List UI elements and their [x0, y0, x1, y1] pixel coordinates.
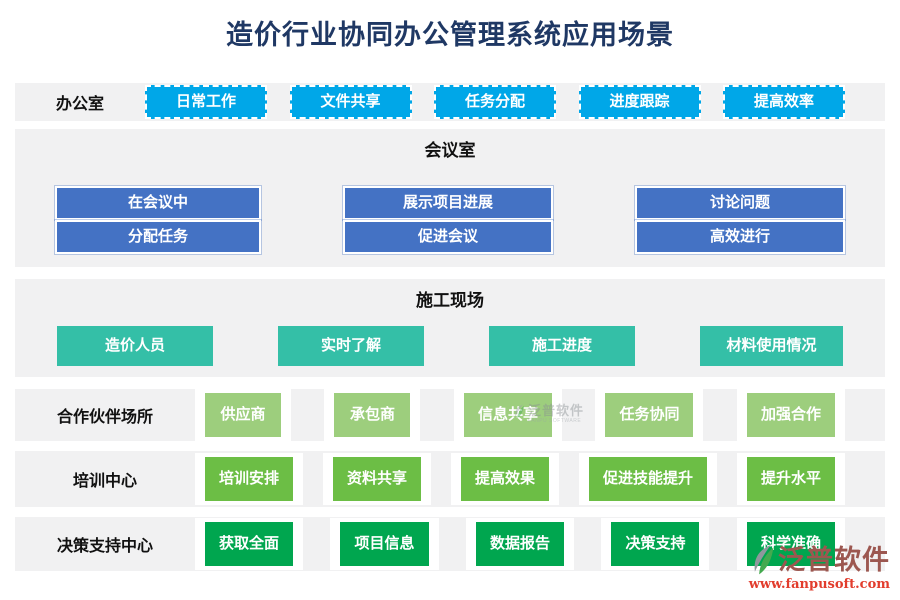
meeting-button-in-meeting[interactable]: 在会议中 — [55, 186, 261, 220]
decision-button-scientific-accuracy[interactable]: 科学准确 — [736, 518, 845, 570]
meeting-room-header: 会议室 — [424, 141, 476, 160]
site-button-construction-progress[interactable]: 施工进度 — [489, 326, 635, 366]
construction-site-buttons: 造价人员 实时了解 施工进度 材料使用情况 — [15, 312, 885, 366]
training-button-raise-level[interactable]: 提升水平 — [736, 453, 845, 505]
training-button-schedule[interactable]: 培训安排 — [195, 453, 304, 505]
site-button-realtime-info[interactable]: 实时了解 — [278, 326, 424, 366]
site-button-material-usage[interactable]: 材料使用情况 — [700, 326, 843, 366]
brand-leaf-icon — [752, 544, 778, 576]
office-button-efficiency[interactable]: 提高效率 — [723, 85, 845, 119]
brand-name: 泛普软件 — [778, 545, 890, 575]
meeting-room-buttons: 在会议中 分配任务 展示项目进展 促进会议 讨论问题 高效进行 — [15, 162, 885, 254]
meeting-room-panel: 会议室 在会议中 分配任务 展示项目进展 促进会议 讨论问题 高效进行 — [15, 129, 885, 267]
partner-button-supplier[interactable]: 供应商 — [195, 389, 291, 441]
content: 办公室 日常工作 文件共享 任务分配 进度跟踪 提高效率 会议室 在会议中 分配… — [15, 83, 885, 571]
construction-site-panel: 施工现场 造价人员 实时了解 施工进度 材料使用情况 — [15, 279, 885, 377]
decision-button-data-report[interactable]: 数据报告 — [465, 518, 574, 570]
office-row: 办公室 日常工作 文件共享 任务分配 进度跟踪 提高效率 — [15, 83, 885, 121]
brand-url: www.fanpusoft.com — [748, 577, 890, 592]
meeting-button-discuss-issues[interactable]: 讨论问题 — [635, 186, 845, 220]
decision-row: 决策支持中心 获取全面 项目信息 数据报告 决策支持 科学准确 — [15, 517, 885, 571]
construction-site-header: 施工现场 — [416, 291, 484, 310]
meeting-button-facilitate-meeting[interactable]: 促进会议 — [343, 220, 553, 254]
office-button-file-sharing[interactable]: 文件共享 — [289, 85, 412, 119]
office-button-daily-work[interactable]: 日常工作 — [145, 85, 267, 119]
training-buttons: 培训安排 资料共享 提高效果 促进技能提升 提升水平 — [195, 453, 885, 505]
meeting-column-3: 讨论问题 高效进行 — [635, 186, 845, 254]
decision-button-comprehensive[interactable]: 获取全面 — [195, 518, 304, 570]
decision-button-project-info[interactable]: 项目信息 — [330, 518, 439, 570]
brand-logo: 泛普软件 www.fanpusoft.com — [749, 544, 890, 593]
decision-button-decision-support[interactable]: 决策支持 — [601, 518, 710, 570]
meeting-button-show-progress[interactable]: 展示项目进展 — [343, 186, 553, 220]
office-button-task-assign[interactable]: 任务分配 — [434, 85, 556, 119]
decision-buttons: 获取全面 项目信息 数据报告 决策支持 科学准确 — [195, 518, 885, 570]
meeting-column-2: 展示项目进展 促进会议 — [343, 186, 553, 254]
training-button-improve-results[interactable]: 提高效果 — [450, 453, 559, 505]
site-button-cost-staff[interactable]: 造价人员 — [57, 326, 213, 366]
partner-button-info-sharing[interactable]: 信息共享 — [453, 389, 562, 441]
office-buttons: 日常工作 文件共享 任务分配 进度跟踪 提高效率 — [145, 85, 885, 119]
page-title: 造价行业协同办公管理系统应用场景 — [226, 20, 674, 50]
partner-row: 合作伙伴场所 供应商 承包商 信息共享 任务协同 加强合作 — [15, 389, 885, 441]
training-row: 培训中心 培训安排 资料共享 提高效果 促进技能提升 提升水平 — [15, 451, 885, 507]
office-button-progress-tracking[interactable]: 进度跟踪 — [578, 85, 701, 119]
meeting-button-run-efficiently[interactable]: 高效进行 — [635, 220, 845, 254]
partner-button-strengthen-cooperation[interactable]: 加强合作 — [736, 389, 845, 441]
partner-button-contractor[interactable]: 承包商 — [324, 389, 421, 441]
meeting-button-assign-tasks[interactable]: 分配任务 — [55, 220, 261, 254]
training-button-material-sharing[interactable]: 资料共享 — [322, 453, 431, 505]
partner-buttons: 供应商 承包商 信息共享 任务协同 加强合作 — [195, 389, 885, 441]
office-label: 办公室 — [55, 96, 104, 113]
partner-button-task-collaboration[interactable]: 任务协同 — [595, 389, 704, 441]
decision-label: 决策支持中心 — [56, 538, 153, 555]
training-label: 培训中心 — [72, 473, 137, 490]
partner-label: 合作伙伴场所 — [56, 409, 153, 426]
training-button-skill-improvement[interactable]: 促进技能提升 — [578, 453, 717, 505]
meeting-column-1: 在会议中 分配任务 — [55, 186, 261, 254]
